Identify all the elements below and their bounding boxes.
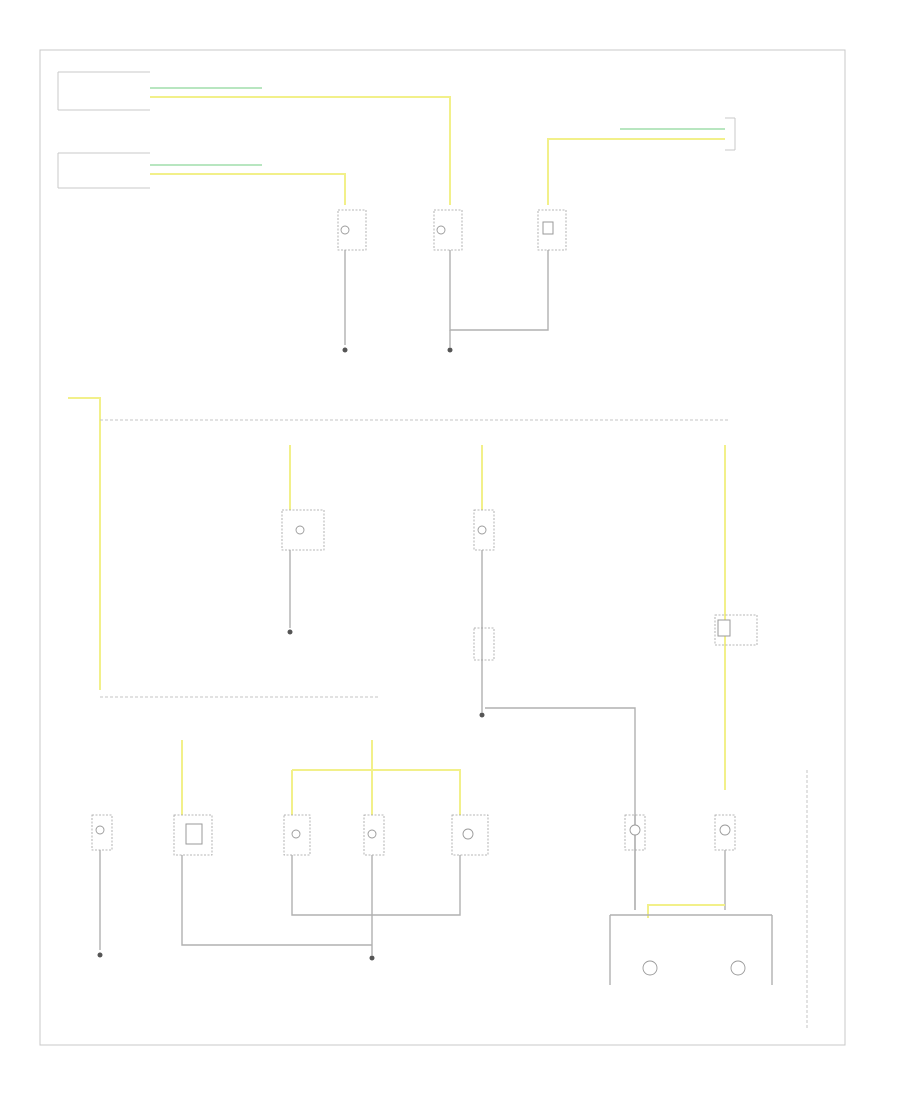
bulb-icon (295, 525, 305, 535)
connector-block-left-rear (57, 152, 150, 189)
wire-black (485, 707, 636, 910)
ground-icon (342, 347, 348, 353)
bulb-icon (477, 525, 487, 535)
bulb-icon (642, 960, 658, 976)
accessory-relay (173, 814, 213, 856)
bulb-icon (340, 225, 350, 235)
switch-lamp (281, 509, 325, 551)
ground-icon (97, 952, 103, 958)
connector-block-front-control (725, 117, 736, 151)
rear-overhead-lamp (714, 614, 758, 646)
ground-icon (479, 712, 485, 718)
wire-yellow (68, 397, 101, 690)
dome-lamp (451, 814, 489, 856)
bulb-icon (436, 225, 446, 235)
courtesy-lamp-bottom-left (91, 814, 113, 851)
relay-icon (185, 823, 203, 845)
bulb-icon (730, 960, 746, 976)
bulb-icon (95, 825, 105, 835)
connector-block-right-rear (57, 71, 150, 111)
wire-black (181, 855, 372, 946)
switch-icon (542, 221, 554, 235)
footwell-lamp-pair (642, 960, 746, 976)
bulb-icon (291, 829, 301, 839)
diagram-frame (39, 49, 846, 1046)
front-lamp-module (537, 209, 567, 251)
splice-pack (473, 627, 495, 661)
ground-icon (287, 629, 293, 635)
ground-icon (369, 955, 375, 961)
ground-icon (447, 347, 453, 353)
wire-yellow (647, 904, 725, 918)
lh-lamp (473, 509, 495, 551)
wire-black (449, 250, 549, 331)
bulb-icon (629, 824, 641, 836)
wire-yellow (292, 769, 461, 815)
reading-lamp (363, 814, 385, 856)
wire-yellow (150, 173, 346, 205)
wire-black (609, 915, 773, 985)
left-courtesy-bulb (624, 814, 646, 851)
wire-yellow (150, 96, 451, 205)
bulb-icon (719, 824, 731, 836)
switch-icon (717, 619, 731, 637)
wire-yellow (547, 138, 725, 205)
right-courtesy-lamp (433, 209, 463, 251)
bulb-icon (462, 828, 474, 840)
cargo-lamp (283, 814, 311, 856)
bulb-icon (367, 829, 377, 839)
wire-black (291, 855, 461, 916)
left-courtesy-lamp (337, 209, 367, 251)
